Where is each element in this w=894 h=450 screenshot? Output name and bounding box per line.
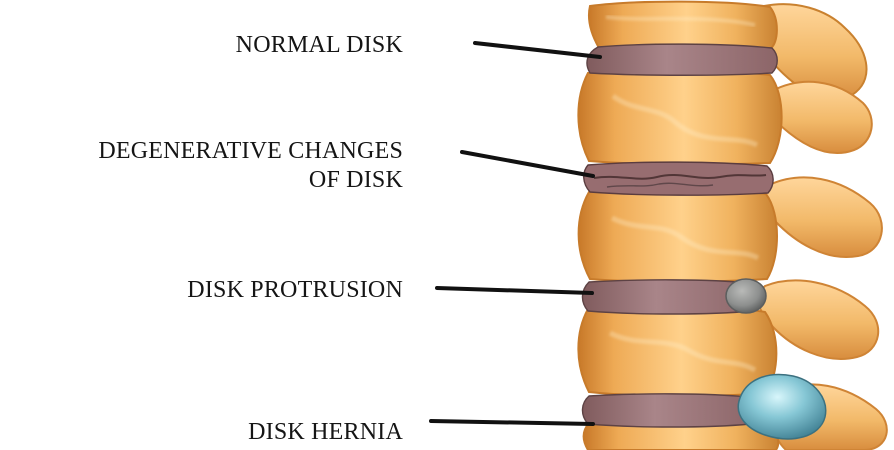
vertebra-2 bbox=[578, 71, 781, 165]
normal-disk-label: NORMAL DISK bbox=[146, 31, 403, 60]
normal-disk-shape bbox=[587, 44, 777, 75]
middle-process-shape bbox=[763, 177, 882, 257]
degenerative-disk-leader bbox=[462, 152, 593, 176]
leader-lines bbox=[431, 43, 600, 424]
hernia-disk-shape bbox=[582, 394, 755, 427]
degenerative-disk-label: DEGENERATIVE CHANGES OF DISK bbox=[8, 137, 403, 195]
degenerative-disk-shape bbox=[584, 162, 773, 195]
protrusion-bulge-shape bbox=[726, 279, 766, 313]
normal-disk-leader bbox=[475, 43, 600, 57]
vertebra-4 bbox=[578, 306, 776, 396]
disk-protrusion-label: DISK PROTRUSION bbox=[106, 276, 403, 305]
disk-hernia-label: DISK HERNIA bbox=[176, 418, 403, 447]
protrusion-leader bbox=[437, 288, 592, 293]
degenerative-label-line-1: DEGENERATIVE CHANGES bbox=[8, 137, 403, 166]
degenerative-label-line-2: OF DISK bbox=[8, 166, 403, 195]
hernia-leader bbox=[431, 421, 593, 424]
vertebra-1 bbox=[589, 2, 777, 51]
